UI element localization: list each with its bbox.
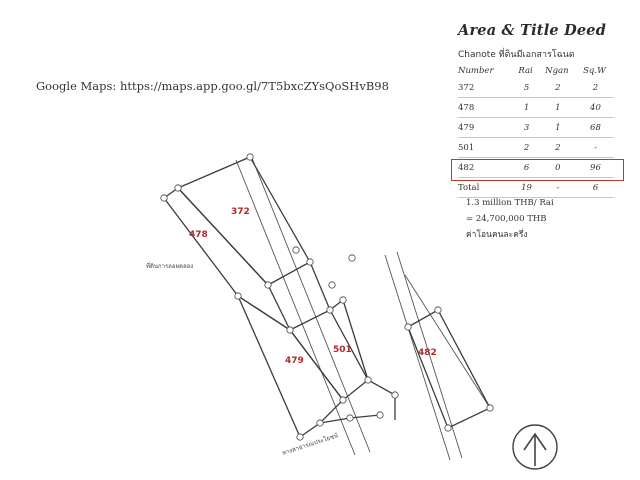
panel-subtitle: Chanote ที่ดินมีเอกสารโฉนด [458, 50, 575, 60]
price-block: 1.3 million THB/ Rai = 24,700,000 THB ค่… [466, 195, 554, 243]
parcel-label-479: 479 [285, 356, 304, 366]
col-sqw: Sq.W [583, 66, 606, 76]
price-total: = 24,700,000 THB [466, 214, 547, 224]
row-number: 478 [458, 97, 515, 118]
row-rai: 6 [514, 157, 539, 178]
parcel-482-boundary [407, 309, 491, 429]
row-ngan: 2 [538, 137, 577, 158]
parcel-479-boundary [236, 294, 344, 438]
total-ngan: - [538, 177, 577, 198]
road-lines [235, 157, 491, 461]
row-number: 482 [458, 157, 515, 178]
parcel-label-478: 478 [189, 230, 208, 240]
parcel-501-boundary [289, 309, 369, 401]
row-rai: 3 [514, 117, 539, 138]
parcel-372-boundary [176, 156, 311, 286]
row-rai: 5 [514, 78, 539, 98]
col-number: Number [458, 66, 494, 76]
row-rai: 1 [514, 97, 539, 118]
parcel-boundaries [163, 156, 491, 438]
title-deed-panel: Area & Title Deed Chanote ที่ดินมีเอกสาร… [458, 22, 628, 198]
row-rai: 2 [514, 137, 539, 158]
table-row: 482 6 0 96 [458, 157, 614, 178]
row-sqw: 96 [576, 157, 614, 178]
canal-label: ที่ดินการลอยคลอง [146, 262, 193, 270]
row-sqw: 40 [576, 97, 614, 118]
row-sqw: 68 [576, 117, 614, 138]
price-note: ค่าโอนคนละครึ่ง [466, 230, 528, 240]
total-label: Total [458, 177, 515, 198]
price-per-rai: 1.3 million THB/ Rai [466, 198, 554, 208]
row-ngan: 2 [538, 78, 577, 98]
row-number: 372 [458, 78, 515, 98]
deed-table-header: Number Rai Ngan Sq.W [458, 66, 614, 78]
total-row: Total 19 - 6 [458, 177, 614, 198]
road-label: ทางสาธารณประโยชน์ [281, 431, 339, 457]
parcel-label-372: 372 [231, 207, 250, 217]
col-ngan: Ngan [545, 66, 569, 76]
total-sqw: 6 [576, 177, 614, 198]
table-row: 372 5 2 2 [458, 78, 614, 98]
parcel-label-482: 482 [418, 348, 437, 358]
parcel-label-501: 501 [333, 345, 352, 355]
row-ngan: 1 [538, 117, 577, 138]
row-ngan: 0 [538, 157, 577, 178]
table-row: 478 1 1 40 [458, 97, 614, 118]
total-rai: 19 [514, 177, 539, 198]
deed-table: Number Rai Ngan Sq.W 372 5 2 2 478 1 1 4… [458, 66, 614, 198]
col-rai: Rai [518, 66, 533, 76]
survey-markers [160, 153, 494, 441]
parcel-side-boundary [309, 261, 396, 420]
row-sqw: 2 [576, 78, 614, 98]
table-row: 501 2 2 - [458, 137, 614, 158]
parcel-478-boundary [163, 187, 292, 332]
north-arrow-icon [512, 424, 558, 470]
row-number: 501 [458, 137, 515, 158]
row-number: 479 [458, 117, 515, 138]
google-maps-link[interactable]: Google Maps: https://maps.app.goo.gl/7T5… [36, 79, 389, 93]
row-sqw: - [576, 137, 614, 158]
table-row: 479 3 1 68 [458, 117, 614, 138]
panel-title: Area & Title Deed [458, 22, 607, 39]
row-ngan: 1 [538, 97, 577, 118]
